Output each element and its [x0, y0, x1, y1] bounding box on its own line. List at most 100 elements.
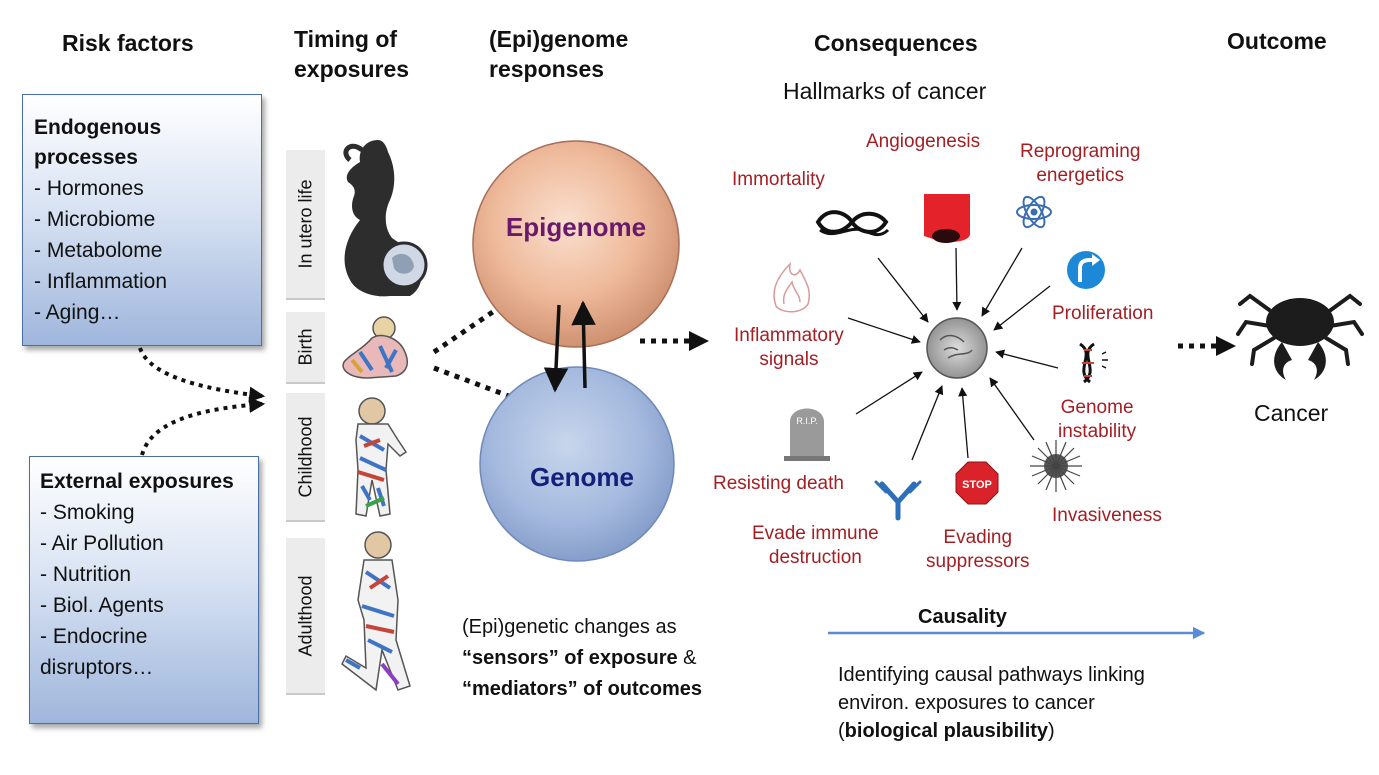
causality-line3-bold: biological plausibility — [844, 720, 1049, 742]
header-risk-factors: Risk factors — [62, 30, 194, 56]
hallmark-evading-suppressors-line2: suppressors — [926, 551, 1030, 572]
causality-line3: (biological plausibility) — [838, 717, 1145, 745]
invasiveness-spoke — [989, 377, 1035, 441]
child-silhouette-icon — [355, 397, 408, 517]
atom-icon — [1016, 195, 1052, 229]
proliferation-sign-icon — [1067, 251, 1105, 289]
external-item: - Air Pollution — [40, 532, 164, 555]
sensors-note-line3-bold: “mediators” of outcomes — [462, 678, 703, 700]
hallmarks-title: Hallmarks of cancer — [783, 78, 987, 104]
hallmark-reprogramming-line2: energetics — [1036, 165, 1125, 186]
external-item: - Nutrition — [40, 563, 132, 586]
reprogramming-spoke — [981, 247, 1023, 317]
header-epigenome-line1: (Epi)genome — [489, 26, 629, 52]
hallmark-evading-suppressors-line1: Evading — [943, 527, 1013, 548]
causality-line3-open: ( — [838, 720, 845, 742]
header-outcome: Outcome — [1227, 28, 1327, 54]
hallmark-reprogramming-line1: Reprograming — [1020, 141, 1141, 162]
external-item: - Smoking — [40, 501, 135, 524]
causality-label: Causality — [918, 606, 1007, 628]
antibody-icon — [874, 480, 922, 521]
hallmark-genome-instability: Genome instability — [1058, 396, 1136, 444]
external-title: External exposures — [40, 470, 234, 493]
header-timing: Timing of exposures — [294, 24, 409, 84]
external-item: disruptors… — [40, 656, 154, 679]
endogenous-title-line2: processes — [34, 146, 138, 169]
genome-sphere — [479, 366, 675, 562]
sensors-note-line3: “mediators” of outcomes — [462, 674, 702, 705]
stop-sign-icon: STOP — [955, 461, 999, 505]
cancer-label: Cancer — [1254, 400, 1329, 426]
external-exposures-box: External exposures - Smoking - Air Pollu… — [29, 456, 259, 724]
hallmark-evade-immune-line2: destruction — [768, 547, 862, 568]
hallmark-angiogenesis: Angiogenesis — [866, 131, 981, 152]
causality-text: Identifying causal pathways linking envi… — [838, 661, 1145, 745]
header-consequences: Consequences — [814, 30, 978, 56]
endogenous-item: - Aging… — [34, 301, 121, 324]
hallmark-inflammatory-line1: Inflammatory — [734, 325, 844, 346]
hallmark-genome-instability-line1: Genome — [1060, 397, 1134, 418]
causality-line2: environ. exposures to cancer — [838, 692, 1095, 714]
crab-icon — [1236, 293, 1364, 380]
hallmark-reprogramming: Reprograming energetics — [1020, 140, 1140, 188]
endogenous-title-line1: Endogenous — [34, 116, 162, 139]
header-timing-line1: Timing of — [294, 26, 398, 52]
inflammation-flame-icon — [773, 261, 811, 313]
sensors-note-line1: (Epi)genetic changes as — [462, 616, 677, 638]
stop-sign-label: STOP — [962, 479, 992, 491]
sensors-note-line2: “sensors” of exposure & — [462, 643, 702, 674]
hallmark-proliferation: Proliferation — [1052, 303, 1154, 324]
hallmark-evade-immune-line1: Evade immune — [752, 523, 879, 544]
evade-immune-spoke — [911, 385, 944, 461]
adult-silhouette-icon — [341, 531, 411, 692]
hallmark-resisting-death: Resisting death — [713, 473, 844, 494]
hallmark-invasiveness: Invasiveness — [1052, 505, 1162, 526]
evading-suppressors-spoke — [958, 387, 969, 459]
timing-tab-adulthood: Adulthood — [286, 538, 325, 695]
hallmark-genome-instability-line2: instability — [1058, 421, 1137, 442]
endogenous-item: - Inflammation — [34, 270, 168, 293]
external-to-timing-arrow — [140, 397, 266, 456]
timing-tab-birth: Birth — [286, 312, 325, 384]
timing-tab-in-utero: In utero life — [286, 150, 325, 300]
genome-to-epigenome-arrow — [571, 300, 596, 389]
epigenome-sphere — [472, 140, 680, 348]
hallmark-evading-suppressors: Evading suppressors — [926, 526, 1030, 574]
hallmark-inflammatory-line2: signals — [759, 349, 819, 370]
blood-vessel-icon — [924, 194, 970, 243]
angiogenesis-spoke — [952, 247, 962, 311]
timing-tab-childhood: Childhood — [286, 393, 325, 522]
inflammatory-spoke — [847, 317, 921, 344]
hallmark-immortality: Immortality — [732, 169, 825, 190]
genome-label: Genome — [529, 462, 635, 492]
hallmark-inflammatory: Inflammatory signals — [734, 324, 844, 372]
header-epigenome-line2: responses — [489, 56, 605, 82]
external-item: - Biol. Agents — [40, 594, 164, 617]
causality-line1: Identifying causal pathways linking — [838, 664, 1145, 686]
sensors-note: (Epi)genetic changes as “sensors” of exp… — [462, 612, 702, 705]
immortality-spoke — [877, 257, 929, 323]
tombstone-label: R.I.P. — [796, 416, 817, 426]
resisting-death-spoke — [855, 371, 923, 415]
proliferation-spoke — [993, 285, 1051, 331]
infinity-icon — [815, 210, 890, 237]
dna-helix-icon — [1079, 342, 1108, 384]
epigenome-label: Epigenome — [505, 212, 647, 242]
sensors-note-line2-rest: & — [677, 647, 697, 669]
header-epigenome: (Epi)genome responses — [489, 24, 628, 84]
endogenous-item: - Hormones — [34, 177, 144, 200]
tombstone-icon: R.I.P. — [784, 408, 830, 461]
header-timing-line2: exposures — [294, 56, 410, 82]
endogenous-item: - Microbiome — [34, 208, 156, 231]
invasiveness-icon — [1030, 440, 1082, 492]
endogenous-item: - Metabolome — [34, 239, 163, 262]
pregnant-silhouette-icon — [343, 140, 428, 297]
sensors-note-line2-bold: “sensors” of exposure — [462, 647, 678, 669]
epigenome-to-genome-arrow — [543, 304, 569, 393]
hallmark-evade-immune: Evade immune destruction — [752, 522, 879, 570]
endogenous-processes-box: Endogenous processes - Hormones - Microb… — [22, 94, 262, 346]
endogenous-to-timing-arrow — [138, 347, 266, 403]
cancer-cell-icon — [926, 317, 988, 379]
